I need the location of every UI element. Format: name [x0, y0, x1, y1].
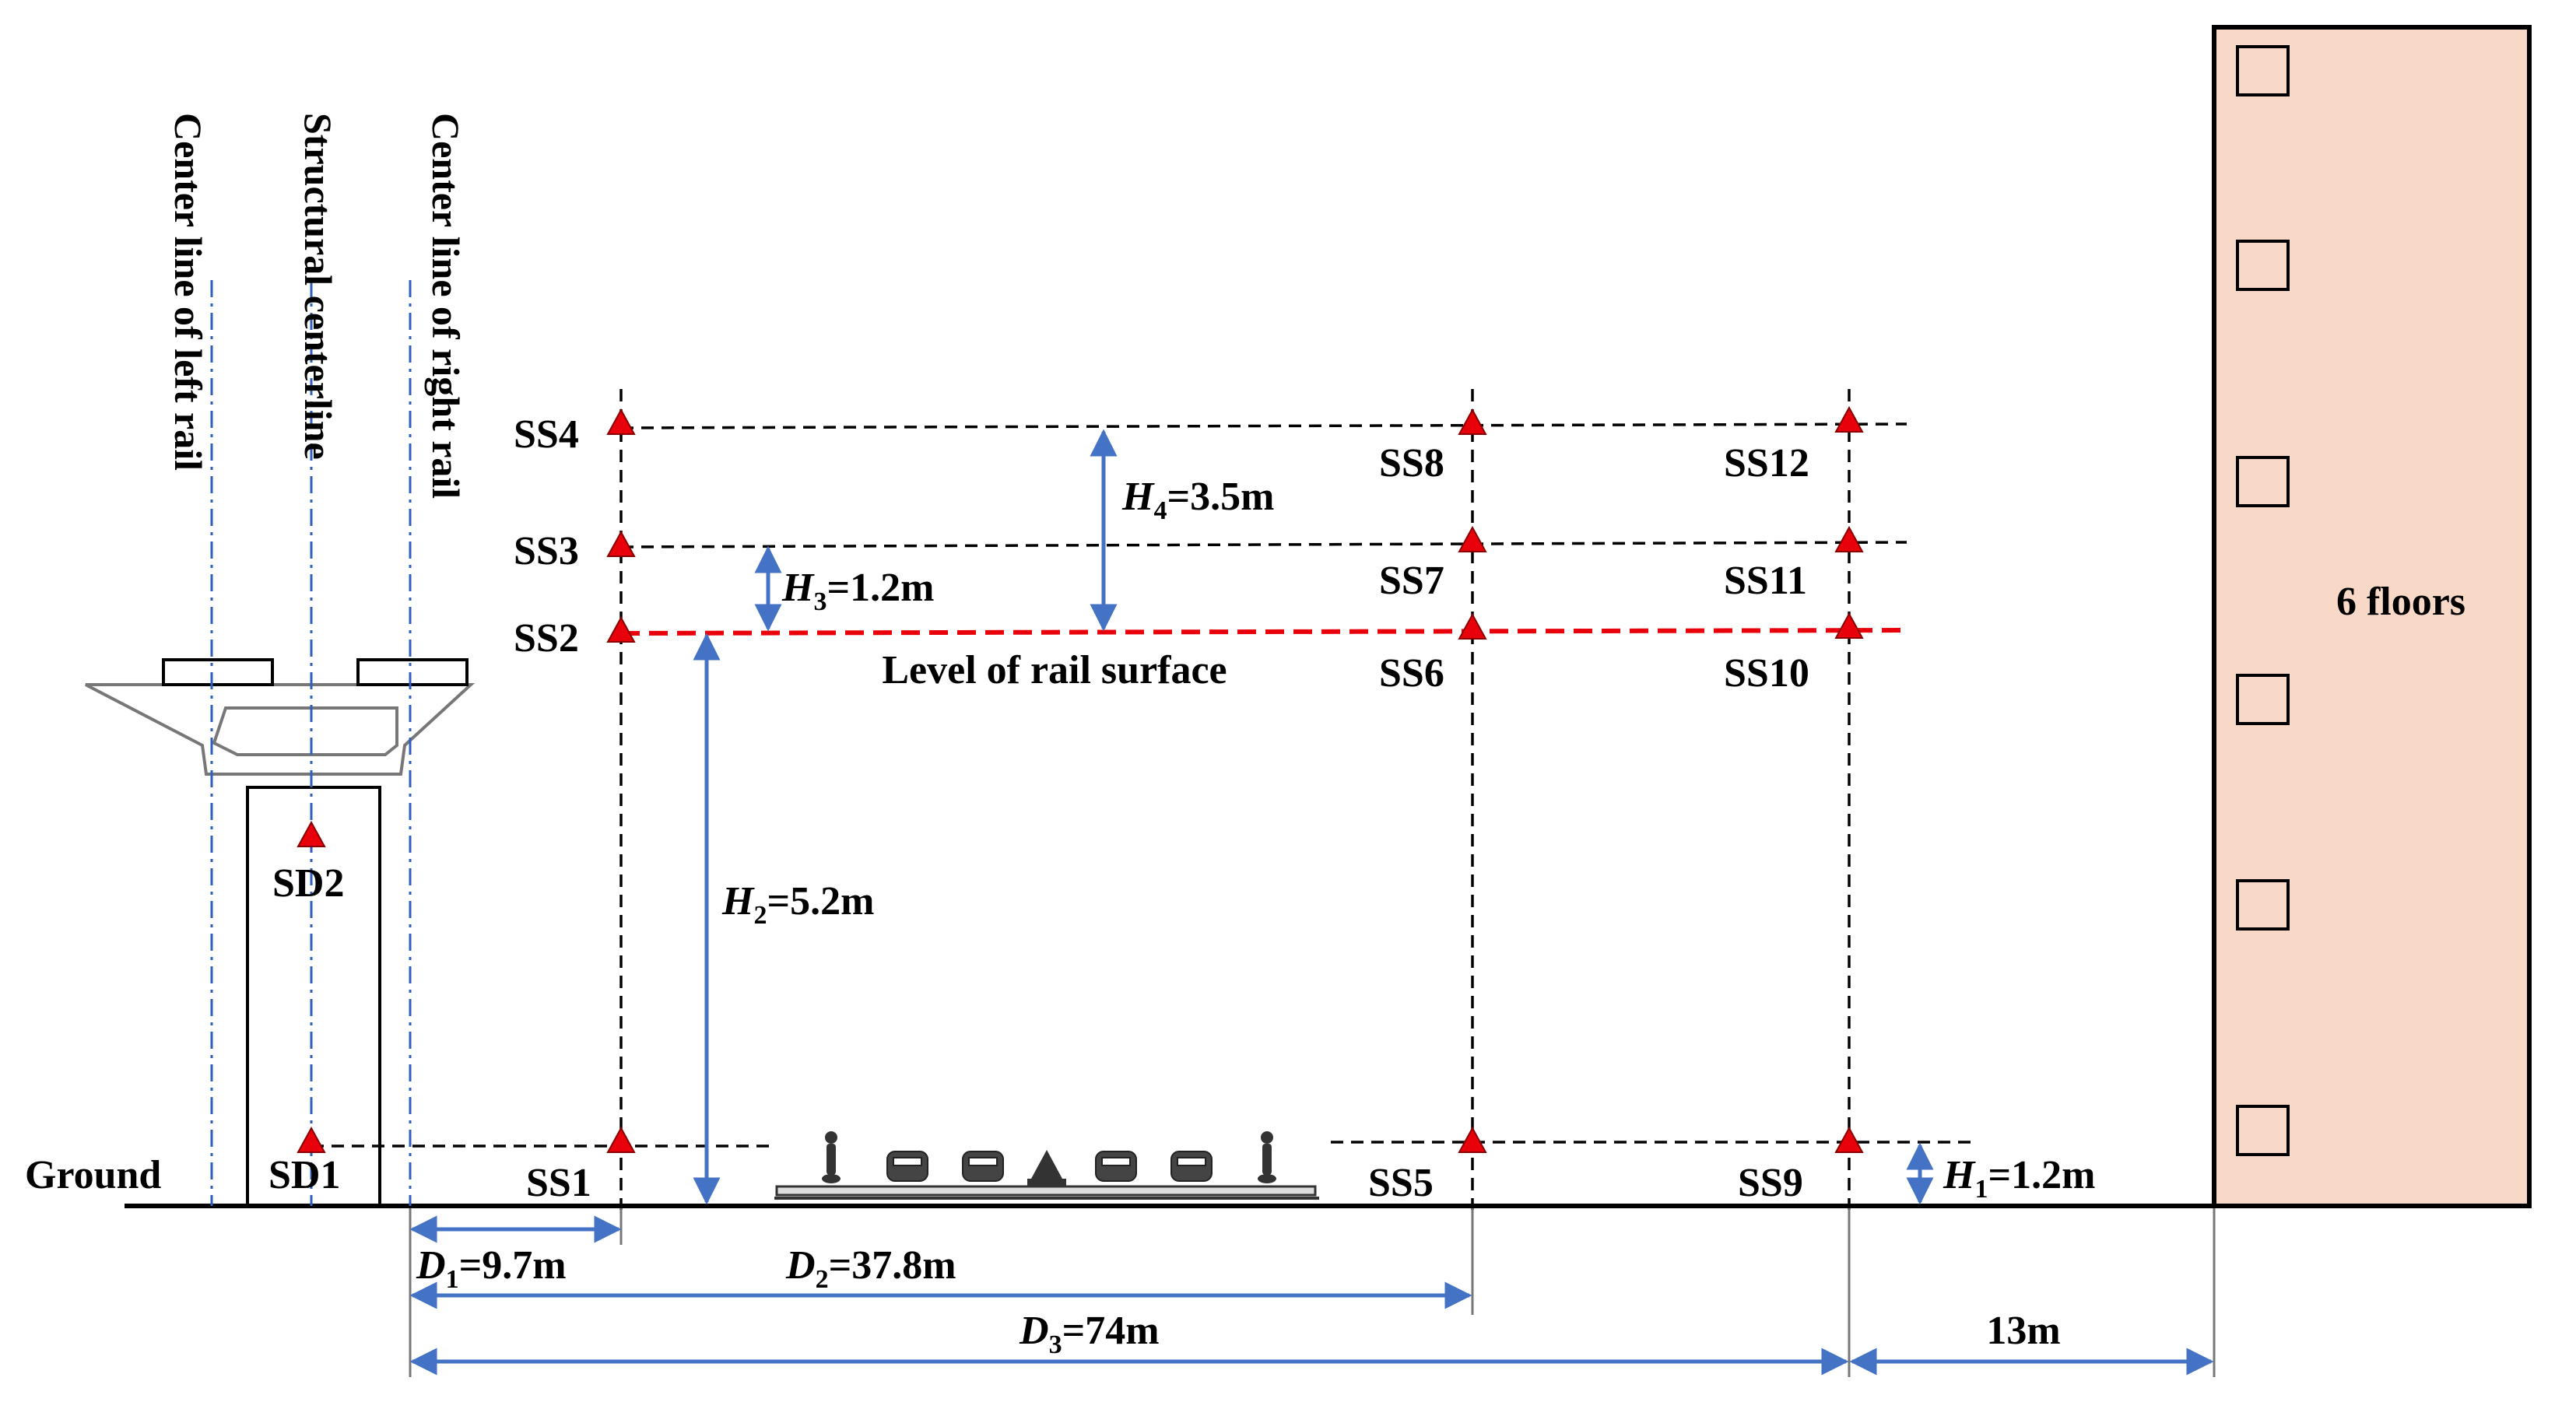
window	[2236, 879, 2290, 931]
d1-label: D1=9.7m	[416, 1243, 567, 1294]
car-icon	[962, 1151, 1004, 1182]
sensor-ss12-label: SS12	[1724, 441, 1809, 485]
ground-label: Ground	[25, 1153, 161, 1197]
sensor-markers	[297, 405, 1864, 1153]
rail-surface-label: Level of rail surface	[882, 648, 1227, 692]
tree-icon	[1027, 1150, 1066, 1186]
d2-sub: 2	[816, 1265, 829, 1294]
h4-label: H4=3.5m	[1121, 475, 1274, 525]
h3-sub: 3	[813, 587, 826, 616]
d3-value: =74m	[1062, 1309, 1160, 1353]
window	[2236, 1105, 2290, 1156]
sensor-sd1-label: SD1	[268, 1153, 340, 1197]
left-rail-centerline-label: Center line of left rail	[167, 113, 210, 471]
sensor-ss7-marker	[1458, 525, 1487, 552]
right-rail-centerline-label: Center line of right rail	[424, 113, 468, 499]
d2-label: D2=37.8m	[785, 1243, 956, 1294]
sensor-sd2-label: SD2	[272, 861, 344, 906]
sensor-ss8-marker	[1458, 408, 1487, 435]
sensor-ss10-marker	[1834, 612, 1864, 639]
sensor-ss4-label: SS4	[514, 412, 579, 457]
sensor-ss9-label: SS9	[1738, 1161, 1803, 1205]
sensor-ss6-marker	[1458, 612, 1487, 640]
sensor-ss12-marker	[1834, 405, 1864, 433]
sensor-sd1-marker	[297, 1126, 326, 1153]
d2-value: =37.8m	[829, 1243, 956, 1288]
building-label: 6 floors	[2336, 580, 2465, 624]
sensor-ss10-label: SS10	[1724, 651, 1809, 696]
building: 6 floors	[2212, 25, 2532, 1208]
h1-value: =1.2m	[1988, 1153, 2095, 1197]
sensor-ss1-label: SS1	[526, 1161, 591, 1205]
sensor-ss5-label: SS5	[1368, 1161, 1434, 1205]
sensor-ss9-marker	[1834, 1126, 1864, 1153]
vertical-dimensions	[693, 429, 1934, 1205]
window	[2236, 456, 2290, 507]
cyclist-icon	[1258, 1131, 1276, 1183]
extension-lines	[409, 1208, 2216, 1377]
sensor-ss3-marker	[606, 530, 636, 557]
sensor-ss11-marker	[1834, 525, 1864, 552]
window	[2236, 674, 2290, 725]
sensor-labels: SD2 SD1 SS4 SS3 SS2 SS1 SS8 SS7 SS6 SS5 …	[268, 412, 1809, 1205]
structural-centerline-label: Structural centerline	[297, 113, 340, 460]
h3-var: H	[781, 566, 815, 610]
sensor-ss8-label: SS8	[1379, 441, 1444, 485]
h4-value: =3.5m	[1167, 475, 1274, 519]
sensor-ss7-label: SS7	[1379, 559, 1444, 603]
h3-value: =1.2m	[826, 566, 934, 610]
window	[2236, 240, 2290, 291]
bridge-girder	[85, 658, 476, 776]
h4-sub: 4	[1153, 496, 1167, 525]
cyclist-icon	[822, 1131, 841, 1183]
car-icon	[886, 1151, 928, 1182]
sensor-ss4-marker	[606, 408, 636, 435]
h2-value: =5.2m	[767, 879, 874, 924]
h2-var: H	[721, 879, 755, 924]
h1-sub: 1	[1974, 1175, 1988, 1204]
window	[2236, 45, 2290, 96]
h2-label: H2=5.2m	[721, 879, 874, 930]
d3-var: D	[1019, 1309, 1049, 1353]
rail-surface-line	[620, 628, 1907, 636]
d2-var: D	[785, 1243, 816, 1288]
centerlines	[210, 280, 412, 1206]
sensor-ss6-label: SS6	[1379, 651, 1444, 696]
sensor-ss3-label: SS3	[514, 529, 579, 573]
h2-sub: 2	[753, 901, 767, 930]
sensor-ss5-marker	[1458, 1126, 1487, 1153]
h4-var: H	[1121, 475, 1155, 519]
d1-var: D	[416, 1243, 446, 1288]
h1-var: H	[1943, 1153, 1976, 1197]
d1-sub: 1	[446, 1265, 459, 1294]
d3-label: D3=74m	[1019, 1309, 1160, 1359]
d3-sub: 3	[1049, 1330, 1062, 1359]
measurement-verticals	[619, 389, 1851, 1210]
h3-label: H3=1.2m	[781, 566, 934, 616]
horizontal-dimensions	[409, 1215, 2214, 1376]
sensor-ss2-label: SS2	[514, 616, 579, 661]
d1-value: =9.7m	[459, 1243, 567, 1288]
d4-label: 13m	[1986, 1309, 2060, 1353]
sensor-ss1-marker	[606, 1126, 636, 1153]
car-icon	[1095, 1151, 1137, 1182]
bridge-pier	[246, 786, 381, 1207]
sensor-ss2-marker	[606, 615, 636, 643]
sensor-ss11-label: SS11	[1724, 559, 1807, 603]
sensor-sd2-marker	[297, 820, 326, 847]
road	[774, 1131, 1319, 1200]
h1-label: H1=1.2m	[1943, 1153, 2095, 1204]
car-icon	[1170, 1151, 1213, 1182]
